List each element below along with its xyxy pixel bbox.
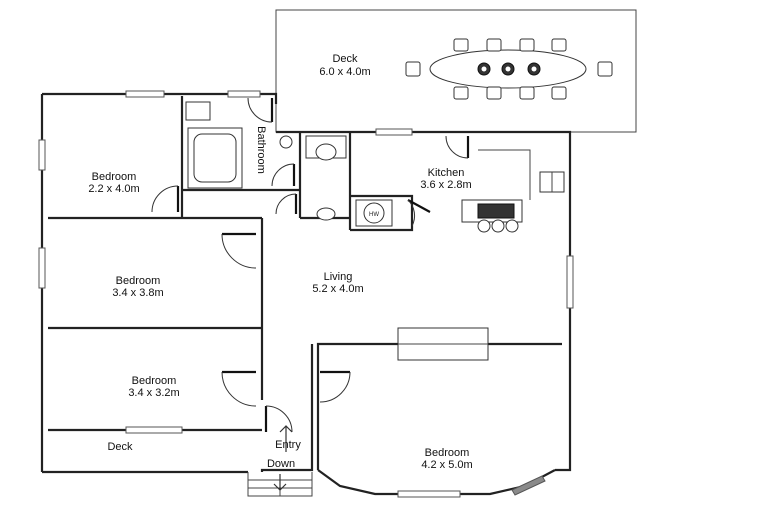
bedroom3-size: 3.4 x 3.2m <box>128 387 179 399</box>
wall-bedroom4-west <box>316 342 346 470</box>
deck-top-name: Deck <box>332 53 358 65</box>
table-setting-center <box>505 66 511 72</box>
kitchen-name: Kitchen <box>428 167 465 179</box>
fixtures: HW <box>185 101 565 497</box>
kitchen-bench <box>478 149 531 200</box>
bedroom2-name: Bedroom <box>116 275 161 287</box>
toilet-2-bowl <box>316 207 336 221</box>
bedroom3-name: Bedroom <box>132 375 177 387</box>
windows <box>38 90 574 498</box>
hot-water-label: HW <box>369 212 379 218</box>
living-size: 5.2 x 4.0m <box>312 283 363 295</box>
cooktop <box>477 203 515 219</box>
door-toilet <box>275 193 298 215</box>
chair <box>597 61 613 77</box>
dining-table <box>429 49 587 89</box>
entry-name: Entry <box>275 439 301 451</box>
table-setting-center <box>481 66 487 72</box>
window <box>38 139 46 171</box>
bedroom4-name: Bedroom <box>425 447 470 459</box>
chair <box>486 38 502 52</box>
bathtub-basin <box>193 133 237 183</box>
doors <box>151 97 470 433</box>
bedroom1-size: 2.2 x 4.0m <box>88 183 139 195</box>
chair <box>453 38 469 52</box>
door-kitchen <box>445 135 470 159</box>
bedroom4-size: 4.2 x 5.0m <box>421 459 472 471</box>
vanity <box>185 101 211 121</box>
bedroom2-size: 3.4 x 3.8m <box>112 287 163 299</box>
chair <box>519 86 535 100</box>
door-bedroom4 <box>319 370 351 403</box>
door-laundry <box>407 199 431 227</box>
bedroom1-name: Bedroom <box>92 171 137 183</box>
down-arrow <box>273 474 287 491</box>
window <box>125 90 165 98</box>
dining-chairs <box>405 38 613 100</box>
window <box>125 426 183 434</box>
chair <box>405 61 421 77</box>
interior-walls <box>48 96 562 432</box>
wall-entry <box>260 344 314 472</box>
stool <box>505 219 519 233</box>
table-setting-center <box>531 66 537 72</box>
chair <box>453 86 469 100</box>
deck-bottom-name: Deck <box>107 441 133 453</box>
stool <box>491 219 505 233</box>
bathroom-name: Bathroom <box>255 126 267 174</box>
door-bedroom1 <box>151 185 180 213</box>
window-tinted <box>511 475 546 496</box>
chair <box>551 86 567 100</box>
living-name: Living <box>324 271 353 283</box>
window <box>375 128 413 136</box>
chair <box>486 86 502 100</box>
door-entry <box>264 405 293 433</box>
wall-laundry <box>350 194 414 232</box>
window <box>397 490 461 498</box>
chair <box>519 38 535 52</box>
bathroom-sink <box>279 135 293 149</box>
room-labels: Bedroom 2.2 x 4.0m Bathroom Kitchen 3.6 … <box>88 126 472 471</box>
deck-top: Deck 6.0 x 4.0m <box>275 9 637 133</box>
chair <box>551 38 567 52</box>
door-bedroom2 <box>221 232 257 269</box>
kitchen-size: 3.6 x 2.8m <box>420 179 471 191</box>
door-bathroom <box>271 163 296 187</box>
door-bedroom3 <box>221 370 257 407</box>
deck-top-size: 6.0 x 4.0m <box>319 66 370 78</box>
hot-water-tank <box>363 202 385 224</box>
window <box>227 90 261 98</box>
entry-arrow <box>279 425 293 452</box>
stool <box>477 219 491 233</box>
door-deck-top <box>247 97 274 123</box>
window <box>566 255 574 309</box>
toilet-bowl <box>315 143 337 161</box>
window <box>38 247 46 289</box>
stairs-name: Down <box>267 458 295 470</box>
wall-north-west <box>42 92 278 104</box>
